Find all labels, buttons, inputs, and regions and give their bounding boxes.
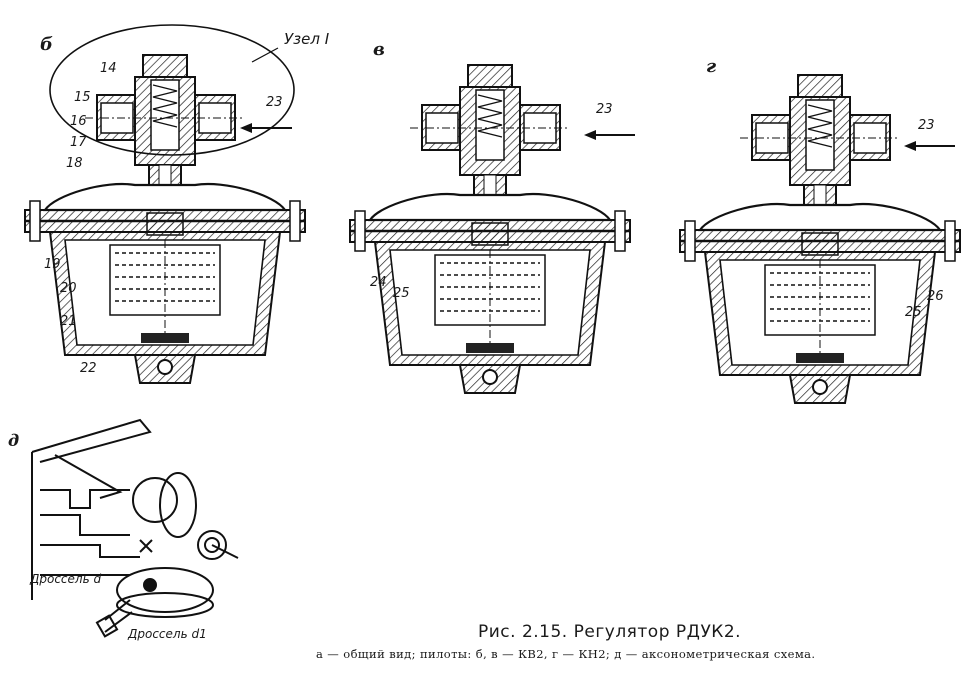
part-24: 24 (370, 275, 387, 290)
part-15: 15 (74, 90, 91, 105)
part-26: 26 (927, 289, 944, 304)
part-numbers-b: 14 15 16 17 18 19 20 21 22 23 (44, 61, 283, 376)
node-outline (49, 24, 295, 156)
panel-label-d: д (8, 431, 19, 450)
part-numbers-g: 23 26 25 (905, 118, 944, 320)
throttle-d-label: Дроссель d (29, 572, 101, 586)
part-23: 23 (918, 118, 935, 133)
part-18: 18 (66, 156, 83, 171)
part-22: 22 (80, 361, 97, 376)
part-17: 17 (70, 135, 87, 150)
throttle-d1-label: Дроссель d1 (127, 627, 207, 641)
node-label: Узел I (284, 30, 330, 48)
part-25: 25 (905, 305, 922, 320)
part-14: 14 (100, 61, 117, 76)
figure-caption-subtitle: а — общий вид; пилоты: б, в — КВ2, г — К… (316, 647, 816, 661)
part-23: 23 (266, 95, 283, 110)
regulator-b (23, 24, 307, 385)
panel-label-g: г (706, 56, 716, 77)
part-16: 16 (70, 114, 87, 129)
part-21: 21 (60, 314, 77, 329)
regulator-v (348, 63, 635, 395)
part-numbers-v: 23 24 25 (370, 102, 613, 301)
figure-caption-title: Рис. 2.15. Регулятор РДУК2. (478, 622, 742, 642)
part-19: 19 (44, 257, 61, 272)
panel-label-v: в (373, 39, 385, 60)
part-20: 20 (60, 281, 77, 296)
part-25: 25 (393, 286, 410, 301)
panel-label-b: б (40, 34, 53, 55)
part-23: 23 (596, 102, 613, 117)
axonometric-scheme (31, 418, 239, 638)
regulator-g (678, 73, 962, 405)
